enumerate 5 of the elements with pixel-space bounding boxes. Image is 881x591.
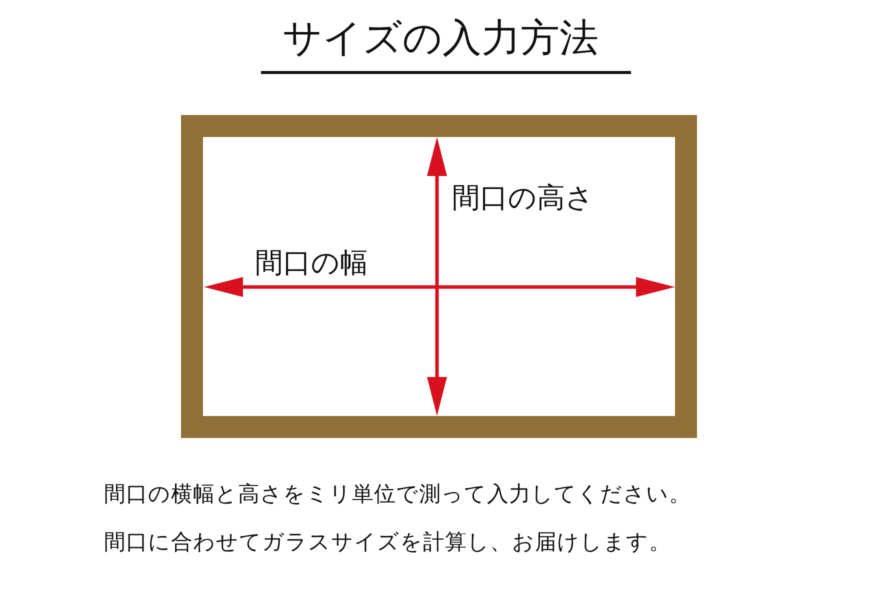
height-label: 間口の高さ <box>452 181 594 215</box>
title: サイズの入力方法 <box>282 16 598 63</box>
instruction-text: 間口に合わせてガラスサイズを計算し、お届けします。 <box>104 530 671 556</box>
width-label: 間口の幅 <box>255 246 368 280</box>
instruction-text: 間口の横幅と高さをミリ単位で測って入力してください。 <box>104 482 691 508</box>
